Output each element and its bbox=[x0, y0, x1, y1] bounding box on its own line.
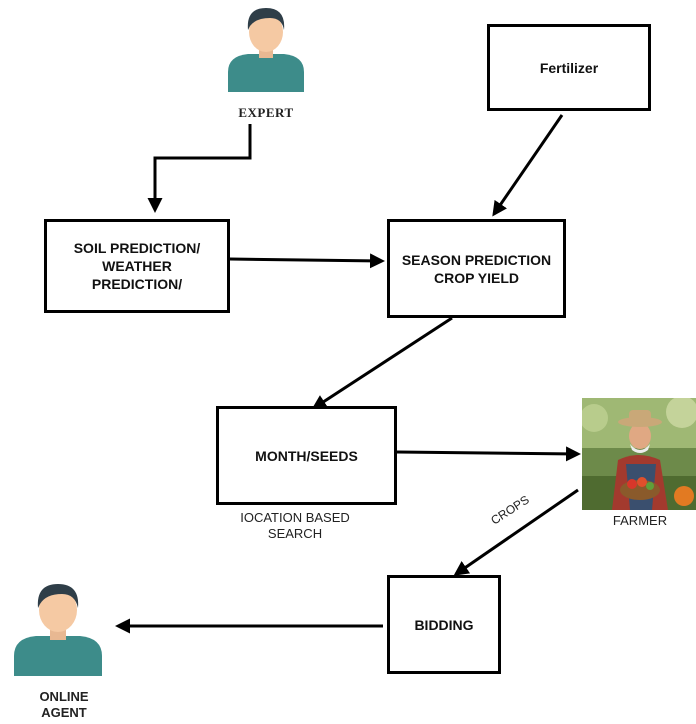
farmer-image bbox=[582, 398, 696, 510]
season-line-2: CROP YIELD bbox=[433, 269, 520, 286]
bidding-box: BIDDING bbox=[387, 575, 501, 674]
soil-prediction-box: SOIL PREDICTION/ WEATHER PREDICTION/ bbox=[44, 219, 230, 313]
location-line-1: IOCATION BASED bbox=[240, 510, 350, 525]
online-agent-line-2: AGENT bbox=[41, 705, 87, 720]
arrow-fertilizer-to-season bbox=[492, 114, 564, 217]
season-prediction-box: SEASON PREDICTION CROP YIELD bbox=[387, 219, 566, 318]
arrow-month-to-farmer bbox=[396, 446, 581, 462]
season-line-1: SEASON PREDICTION bbox=[401, 251, 552, 268]
location-search-label: IOCATION BASED SEARCH bbox=[222, 510, 368, 542]
online-agent-avatar-icon bbox=[14, 584, 102, 676]
fertilizer-label: Fertilizer bbox=[539, 59, 599, 76]
arrow-expert-to-soil bbox=[147, 124, 252, 213]
farmer-photo bbox=[582, 398, 696, 510]
expert-label: EXPERT bbox=[238, 105, 294, 120]
bidding-label: BIDDING bbox=[414, 616, 474, 633]
online-agent-line-1: ONLINE bbox=[39, 689, 89, 704]
arrow-soil-to-season bbox=[229, 253, 385, 269]
soil-line-3: PREDICTION/ bbox=[91, 276, 183, 292]
location-line-2: SEARCH bbox=[267, 526, 323, 541]
soil-line-1: SOIL PREDICTION/ bbox=[73, 240, 201, 256]
month-seeds-box: MONTH/SEEDS bbox=[216, 406, 397, 505]
arrow-farmer-to-bidding bbox=[453, 488, 579, 576]
online-agent-label: ONLINE AGENT bbox=[14, 689, 114, 721]
month-seeds-label: MONTH/SEEDS bbox=[255, 447, 358, 464]
expert-avatar-icon bbox=[228, 8, 304, 92]
fertilizer-box: Fertilizer bbox=[487, 24, 651, 111]
soil-line-2: WEATHER bbox=[102, 258, 172, 274]
farmer-label: FARMER bbox=[612, 513, 668, 528]
arrow-season-to-month bbox=[311, 316, 453, 410]
